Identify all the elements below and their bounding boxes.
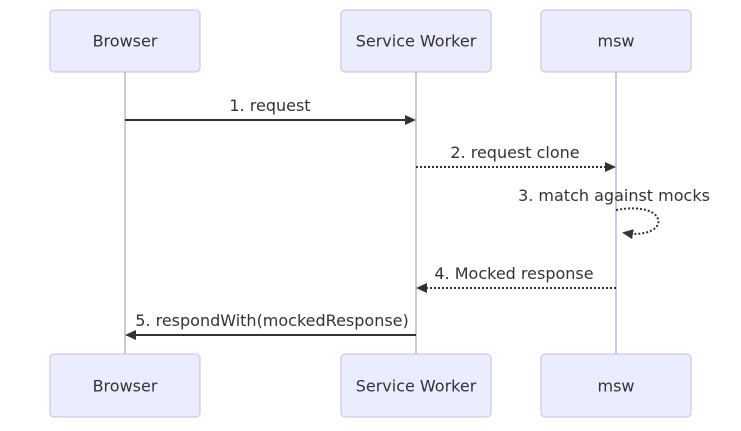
message-label-respond-with: 5. respondWith(mockedResponse) [135,311,409,330]
message-self-loop-match-against-mocks [615,207,660,240]
actor-bottom-service-worker: Service Worker [340,353,492,418]
actor-box [540,9,692,73]
actor-bottom-msw: msw [540,353,692,418]
actor-label-service-worker: Service Worker [356,32,477,51]
message-label-request-clone: 2. request clone [450,143,579,162]
actor-top-browser: Browser [49,9,201,73]
actor-top-service-worker: Service Worker [340,9,492,73]
message-label-request: 1. request [229,96,310,115]
actor-top-msw: msw [540,9,692,73]
actor-box [540,353,692,418]
message-label-mocked-response: 4. Mocked response [434,264,593,283]
actor-box [49,353,201,418]
actor-label-msw: msw [597,32,634,51]
actor-box [340,353,492,418]
message-label-match-against-mocks: 3. match against mocks [518,186,710,205]
actor-box [340,9,492,73]
actor-box [49,9,201,73]
actor-label-browser: Browser [93,377,158,396]
actor-label-msw: msw [597,377,634,396]
actor-bottom-browser: Browser [49,353,201,418]
actor-label-browser: Browser [93,32,158,51]
actor-label-service-worker: Service Worker [356,377,477,396]
